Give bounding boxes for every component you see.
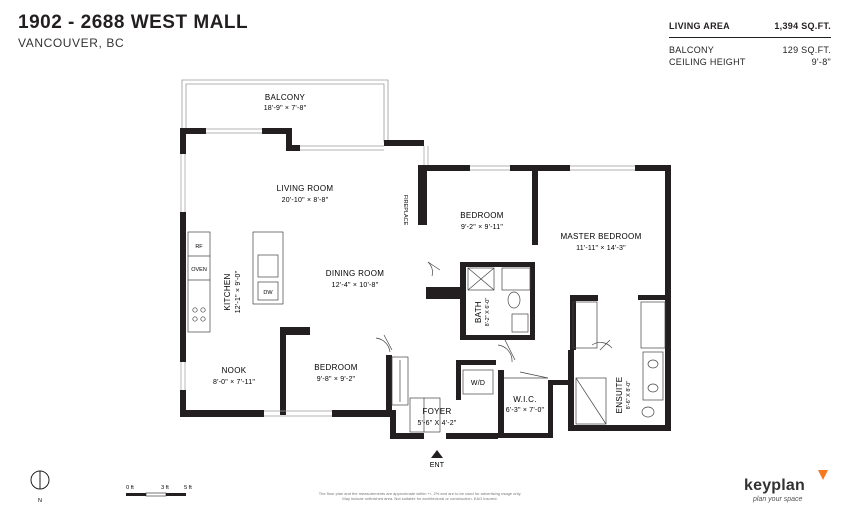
scale-bar	[126, 492, 186, 497]
bath-name: BATH	[474, 301, 483, 323]
stat-label: CEILING HEIGHT	[669, 57, 746, 67]
living-room-name: LIVING ROOM	[277, 184, 334, 193]
bedroom-1-dim: 9'-2" × 9'-11"	[461, 224, 503, 231]
windows	[180, 128, 635, 417]
nook-dim: 8'-0" × 7'-11"	[213, 379, 255, 386]
nook-name: NOOK	[222, 366, 247, 375]
brand-tagline: plan your space	[753, 496, 803, 503]
interior-lines	[187, 231, 666, 433]
brand-logo: keyplan	[744, 477, 805, 494]
foyer-dim: 5'-6" X 4'-2"	[417, 420, 456, 427]
area-stats: LIVING AREA 1,394 SQ.FT. BALCONY 129 SQ.…	[669, 20, 831, 68]
ensuite-dim: 8'-6" X 8'-0"	[626, 381, 632, 410]
listing-city: VANCOUVER, BC	[18, 36, 125, 50]
listing-title: 1902 - 2688 WEST MALL	[18, 12, 249, 33]
wic-dim: 6'-3" × 7'-0"	[506, 407, 545, 414]
oven-label: OVEN	[191, 267, 207, 273]
stat-balcony: BALCONY 129 SQ.FT.	[669, 44, 831, 56]
wic-name: W.I.C.	[513, 395, 537, 404]
living-room-dim: 20'-10" × 8'-8"	[282, 197, 329, 204]
exterior-walls	[180, 128, 671, 439]
bedroom-2-name: BEDROOM	[314, 363, 357, 372]
stat-label: LIVING AREA	[669, 21, 730, 31]
foyer-name: FOYER	[422, 407, 451, 416]
balcony-outline	[181, 79, 389, 142]
bedroom-2-dim: 9'-8" × 9'-2"	[317, 376, 356, 383]
dining-room-name: DINING ROOM	[326, 269, 384, 278]
master-bedroom-dim: 11'-11" × 14'-3"	[576, 245, 626, 252]
washer-dryer-label: W/D	[471, 380, 485, 387]
scale-label-0: 0 ft	[126, 485, 134, 491]
ensuite-name: ENSUITE	[615, 377, 624, 414]
disclaimer: The floor plan and the measurements are …	[250, 491, 590, 501]
stat-value: 1,394 SQ.FT.	[774, 21, 831, 31]
bedroom-1-name: BEDROOM	[460, 211, 503, 220]
master-bedroom-name: MASTER BEDROOM	[560, 232, 641, 241]
entrance-label: ENT	[430, 462, 445, 469]
dishwasher-label: DW	[263, 290, 273, 296]
dining-room-dim: 12'-4" × 10'-8"	[332, 282, 379, 289]
balcony-name: BALCONY	[265, 93, 306, 102]
compass-label: N	[38, 498, 42, 504]
kitchen-dim: 12'-1" × 9'-0"	[235, 270, 242, 313]
stat-living-area: LIVING AREA 1,394 SQ.FT.	[669, 20, 831, 38]
keyplan-fox-icon	[818, 470, 828, 480]
kitchen-name: KITCHEN	[223, 273, 232, 310]
stat-value: 129 SQ.FT.	[782, 45, 831, 55]
disclaimer-line-2: May include unfinished area. Not suitabl…	[342, 496, 498, 501]
disclaimer-line-1: The floor plan and the measurements are …	[318, 491, 522, 496]
stat-value: 9'-8"	[811, 57, 831, 67]
stat-label: BALCONY	[669, 45, 715, 55]
balcony-dim: 18'-9" × 7'-8"	[264, 105, 307, 112]
bath-dim: 8'-2" X 6'-0"	[485, 298, 491, 327]
scale-label-3: 3 ft	[161, 485, 169, 491]
scale-label-5: 5 ft	[184, 485, 192, 491]
stat-ceiling-height: CEILING HEIGHT 9'-8"	[669, 56, 831, 68]
entrance-arrow-icon	[431, 450, 443, 458]
north-compass-icon	[30, 470, 50, 490]
refrigerator-label: RF	[195, 244, 203, 250]
fireplace-label: FIREPLACE	[402, 195, 408, 226]
